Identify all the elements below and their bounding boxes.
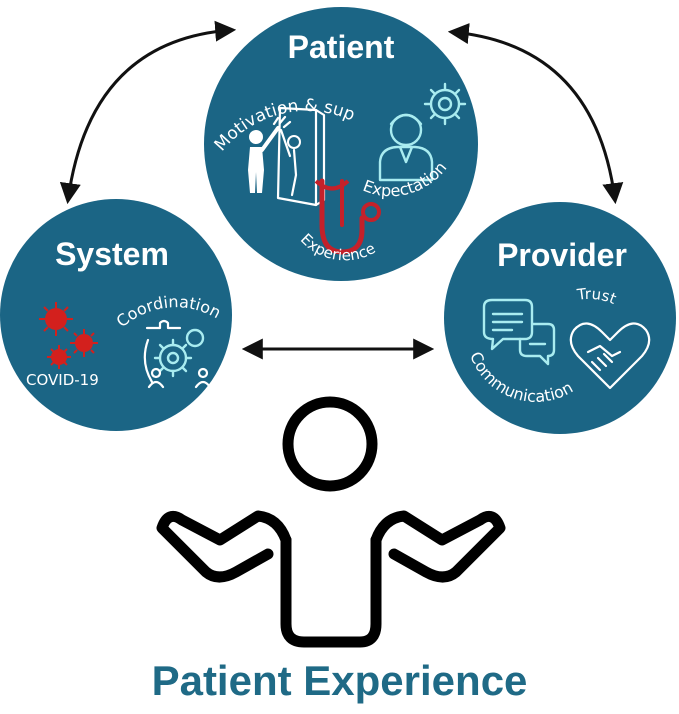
gears-puzzle-icon xyxy=(143,319,212,389)
heart-handshake-icon xyxy=(569,322,651,390)
covid-label: COVID-19 xyxy=(26,371,99,389)
person-gear-icon xyxy=(378,82,467,182)
trust-label: Trust xyxy=(575,285,619,308)
virus-icon xyxy=(39,302,98,369)
system-circle: System COVID-19 Coordination xyxy=(0,199,232,431)
system-title: System xyxy=(55,236,169,272)
provider-circle: Provider Trust Communication xyxy=(444,202,676,434)
patient-title: Patient xyxy=(288,29,395,65)
provider-title: Provider xyxy=(497,237,627,273)
high-five-mirror-icon xyxy=(248,106,326,207)
connector-arrows xyxy=(59,20,624,360)
diagram-caption: Patient Experience xyxy=(151,657,528,704)
person-shrug-icon xyxy=(156,396,506,648)
speech-bubbles-icon xyxy=(482,298,556,366)
arrow-patient-provider xyxy=(447,23,624,205)
stethoscope-icon xyxy=(314,178,381,255)
arrow-patient-system xyxy=(59,20,237,205)
